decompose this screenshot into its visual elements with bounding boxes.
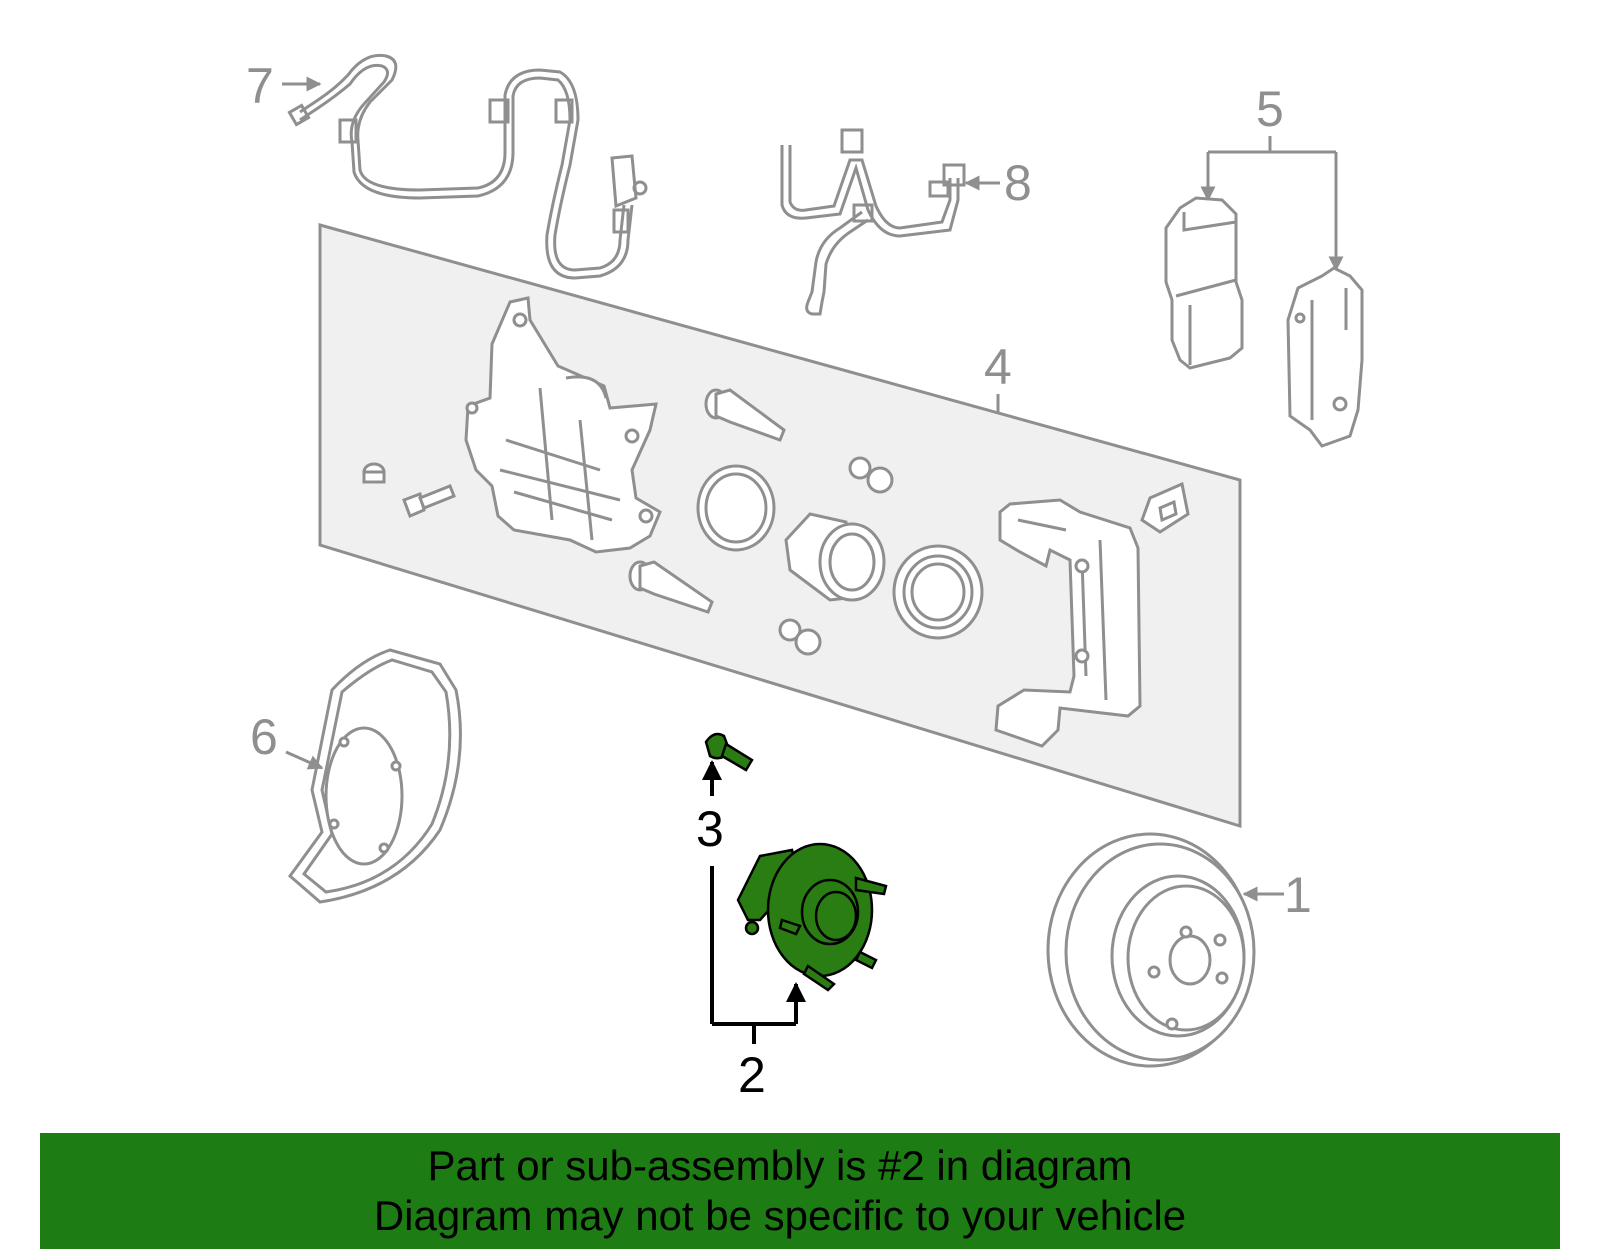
callout-2-bracket: [710, 866, 806, 1044]
dust-shield-part[interactable]: [287, 648, 462, 904]
caliper-piston[interactable]: [784, 512, 886, 602]
bleeder-screw[interactable]: [402, 484, 456, 518]
pin-boot-upper[interactable]: [848, 456, 894, 494]
abs-sensor-wire-part[interactable]: [287, 53, 648, 280]
caliper-bracket[interactable]: [994, 498, 1142, 748]
brake-pad-inner[interactable]: [1164, 196, 1244, 370]
callout-8: 8: [1004, 155, 1032, 211]
notice-banner: Part or sub-assembly is #2 in diagram Di…: [40, 1133, 1560, 1249]
notice-line-2: Diagram may not be specific to your vehi…: [373, 1192, 1187, 1239]
caliper-housing[interactable]: [464, 296, 662, 554]
bleeder-cap[interactable]: [362, 462, 386, 484]
brake-hose-part[interactable]: [780, 128, 966, 316]
callout-4: 4: [984, 339, 1012, 395]
hub-bolt-part[interactable]: [704, 732, 754, 772]
callout-2: 2: [738, 1047, 766, 1103]
pin-boot-lower[interactable]: [778, 618, 822, 656]
callout-3: 3: [696, 801, 724, 857]
callout-6: 6: [250, 709, 278, 765]
callout-1: 1: [1284, 867, 1312, 923]
callout-7: 7: [246, 58, 274, 114]
brake-rotor-part[interactable]: [1046, 832, 1256, 1068]
callout-5: 5: [1256, 81, 1284, 137]
guide-pin-lower[interactable]: [628, 560, 714, 614]
hub-bearing-assembly-part[interactable]: [736, 842, 888, 992]
brake-pad-outer[interactable]: [1286, 266, 1364, 448]
guide-pin-upper[interactable]: [704, 388, 786, 442]
pad-clip[interactable]: [1140, 481, 1190, 534]
notice-line-1: Part or sub-assembly is #2 in diagram: [427, 1142, 1133, 1189]
callout-6-leader: [285, 750, 324, 770]
callout-5-bracket: [1200, 136, 1344, 272]
piston-seal[interactable]: [696, 464, 776, 552]
piston-dust-boot[interactable]: [892, 544, 984, 640]
